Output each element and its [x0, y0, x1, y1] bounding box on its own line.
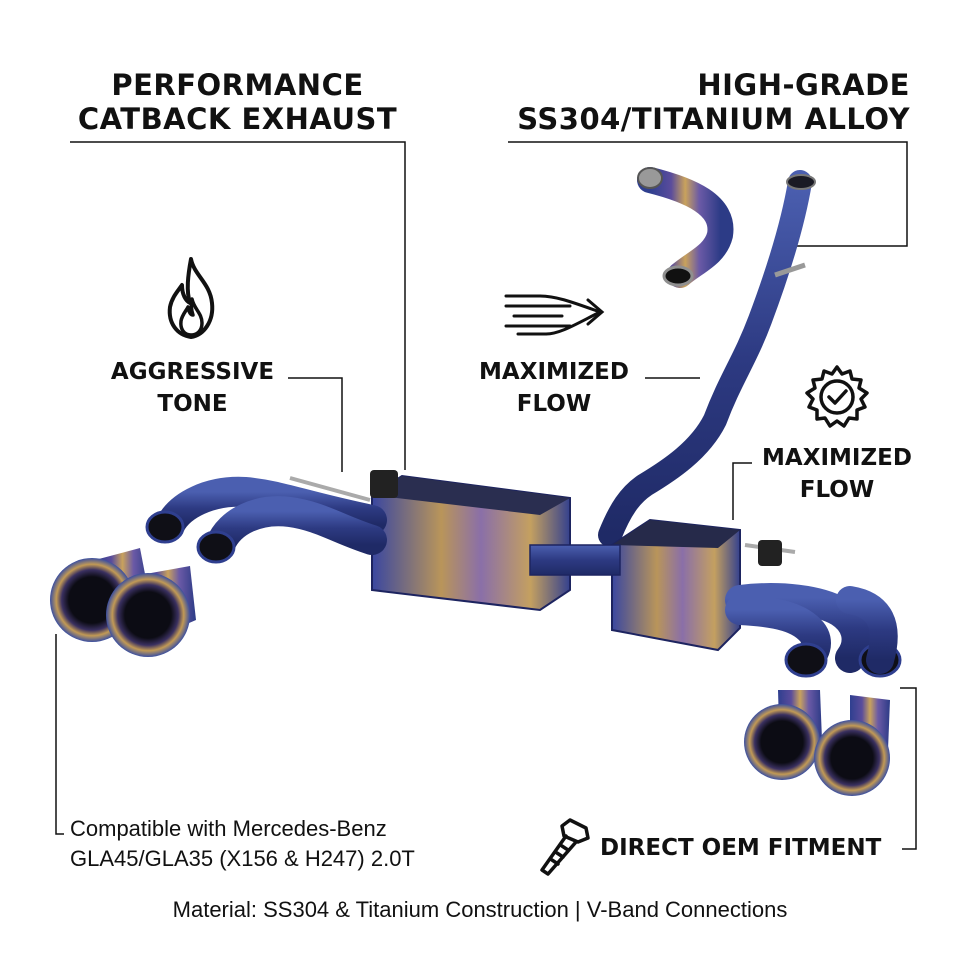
feature-tone-line2: TONE	[157, 391, 228, 417]
upper-pipe	[637, 167, 734, 288]
feature-tone-line1: AGGRESSIVE	[110, 359, 275, 385]
crossover-pipe	[529, 544, 621, 576]
heading-performance: PERFORMANCE CATBACK EXHAUST	[70, 68, 405, 136]
heading-performance-line1: PERFORMANCE	[111, 68, 364, 102]
callout-line-compat	[55, 634, 64, 835]
callout-line-tone	[288, 377, 343, 472]
feature-flow-center-line2: FLOW	[516, 391, 592, 417]
compatibility-text: Compatible with Mercedes-Benz GLA45/GLA3…	[70, 814, 510, 874]
feature-direct-oem-fitment: DIRECT OEM FITMENT	[600, 832, 900, 864]
feature-maximized-flow-center: MAXIMIZED FLOW	[470, 356, 638, 420]
feature-flow-right-line2: FLOW	[799, 477, 875, 503]
heading-material: HIGH-GRADE SS304/TITANIUM ALLOY	[500, 68, 910, 136]
feature-flow-center-line1: MAXIMIZED	[479, 359, 629, 385]
bolt-icon	[540, 818, 590, 876]
right-tips	[744, 690, 890, 796]
callout-line-right-heading	[508, 141, 908, 247]
right-outlet-1	[784, 642, 828, 678]
gear-check-icon	[805, 365, 869, 428]
footer-material-text: Material: SS304 & Titanium Construction …	[172, 897, 788, 922]
left-outlet-2	[196, 530, 236, 564]
airflow-icon	[504, 294, 605, 336]
compatibility-line1: Compatible with Mercedes-Benz	[70, 816, 387, 841]
mid-pipe	[598, 170, 812, 547]
flame-icon	[167, 257, 215, 339]
left-tips	[50, 548, 196, 657]
heading-material-line1: HIGH-GRADE	[697, 68, 910, 102]
callout-line-flow-right	[732, 462, 752, 520]
feature-maximized-flow-right: MAXIMIZED FLOW	[754, 442, 920, 506]
callout-line-fitment	[900, 687, 917, 850]
feature-flow-right-line1: MAXIMIZED	[762, 445, 912, 471]
left-outlet-1	[145, 510, 185, 544]
callout-line-left-heading	[70, 141, 406, 470]
feature-fitment-text: DIRECT OEM FITMENT	[600, 835, 882, 861]
feature-aggressive-tone: AGGRESSIVE TONE	[100, 356, 285, 420]
heading-material-line2: SS304/TITANIUM ALLOY	[517, 102, 910, 136]
heading-performance-line2: CATBACK EXHAUST	[77, 102, 398, 136]
compatibility-line2: GLA45/GLA35 (X156 & H247) 2.0T	[70, 846, 415, 871]
mid-pipe-inlet	[786, 174, 816, 190]
